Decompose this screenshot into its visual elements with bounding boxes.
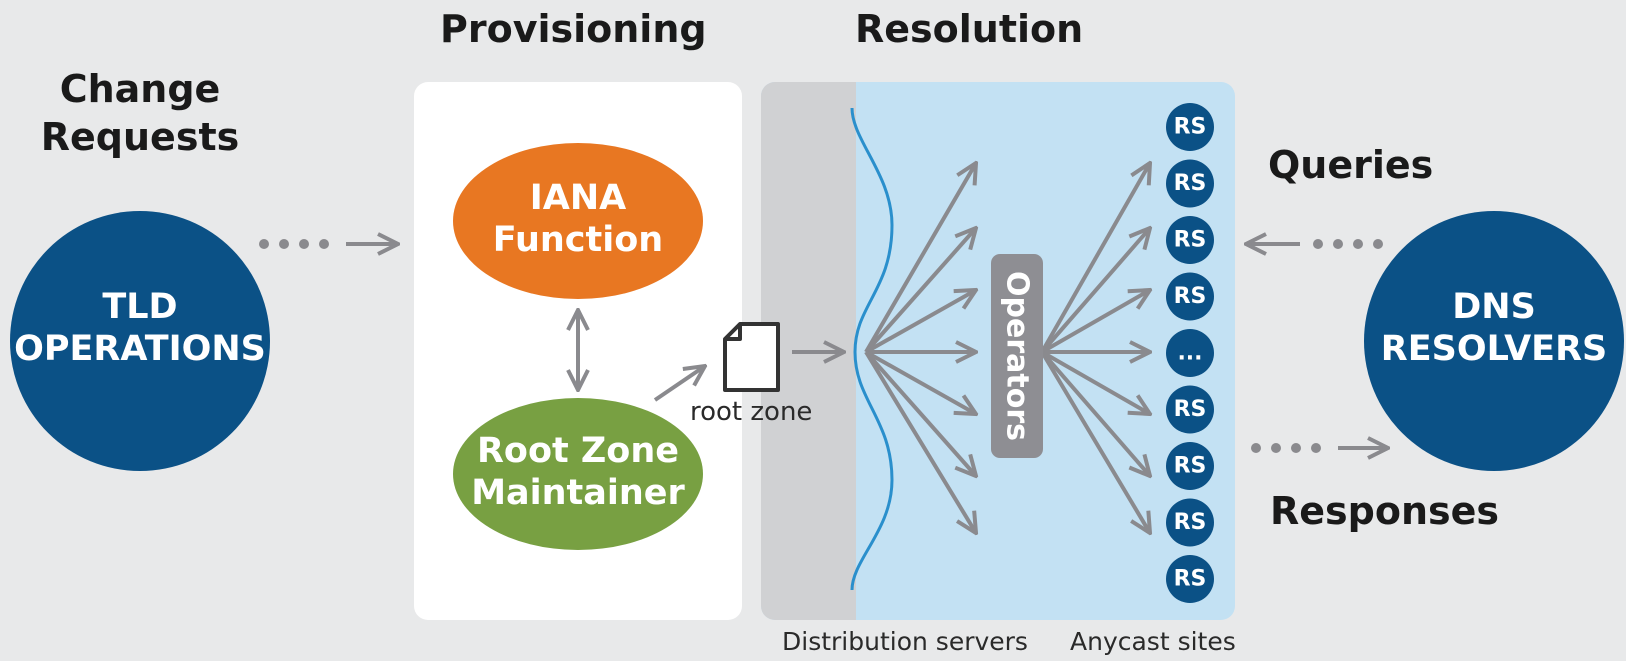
dns-resolvers-circle <box>1364 211 1624 471</box>
tld-operations-circle <box>10 211 270 471</box>
change-requests-dotted-arrow <box>259 239 398 249</box>
root-zone-file-icon <box>723 322 780 392</box>
change-requests-heading: Change Requests <box>40 66 240 161</box>
rs-badge <box>1166 442 1214 490</box>
rs-badge-label: RS <box>1174 454 1207 479</box>
rzm-to-root-zone-arrow <box>653 366 705 402</box>
tld-operations-label: TLD OPERATIONS <box>10 286 270 370</box>
root-zone-label: root zone <box>690 397 813 427</box>
operators-label: Operators <box>1000 271 1035 441</box>
rs-badge-label: RS <box>1174 228 1207 253</box>
operators-box <box>991 254 1043 458</box>
change-requests-line2: Requests <box>40 114 240 159</box>
rs-badge-label: RS <box>1174 567 1207 592</box>
rzm-line1: Root Zone <box>476 431 680 471</box>
rs-badge <box>1166 555 1214 603</box>
distribution-servers-caption: Distribution servers <box>782 627 1028 656</box>
root-zone-maintainer-label: Root Zone Maintainer <box>453 430 703 514</box>
rs-badge <box>1166 216 1214 264</box>
provisioning-heading: Provisioning <box>440 7 707 51</box>
distribution-fan-arrows <box>864 163 976 533</box>
rs-badge <box>1166 103 1214 151</box>
rs-badges: RS RS RS RS... RS RS RS RS <box>1166 103 1214 603</box>
rs-badge <box>1166 272 1214 321</box>
queries-dotted-arrow <box>1246 239 1383 249</box>
anycast-fan-arrows <box>1040 163 1150 533</box>
rs-badge <box>1166 329 1214 377</box>
tld-operations-line2: OPERATIONS <box>14 329 266 369</box>
rs-badge <box>1166 385 1214 434</box>
dns-resolvers-label: DNS RESOLVERS <box>1364 286 1624 370</box>
iana-line2: Function <box>492 220 664 260</box>
rs-badge-label: ... <box>1177 341 1202 366</box>
change-requests-line1: Change <box>59 67 221 111</box>
rzm-line2: Maintainer <box>471 473 685 513</box>
tld-operations-line1: TLD <box>102 287 178 327</box>
iana-function-label: IANA Function <box>453 177 703 261</box>
rs-badge-label: RS <box>1174 284 1207 309</box>
root-zone-maintainer-ellipse <box>453 398 703 550</box>
rs-badge-label: RS <box>1174 171 1207 196</box>
queries-heading: Queries <box>1268 143 1434 187</box>
resolution-heading: Resolution <box>855 7 1084 51</box>
rs-badge <box>1166 498 1214 547</box>
iana-line1: IANA <box>529 178 627 218</box>
rs-badge-label: RS <box>1174 115 1207 140</box>
responses-dotted-arrow <box>1251 443 1388 453</box>
rs-badge-label: RS <box>1174 510 1207 535</box>
iana-function-ellipse <box>453 143 703 299</box>
dns-resolvers-line1: DNS <box>1452 287 1536 327</box>
rs-badge-label: RS <box>1174 397 1207 422</box>
anycast-sites-caption: Anycast sites <box>1070 627 1236 656</box>
dns-resolvers-line2: RESOLVERS <box>1380 329 1608 369</box>
responses-heading: Responses <box>1270 489 1500 533</box>
rs-badge <box>1166 159 1214 208</box>
distribution-wave <box>850 107 894 591</box>
